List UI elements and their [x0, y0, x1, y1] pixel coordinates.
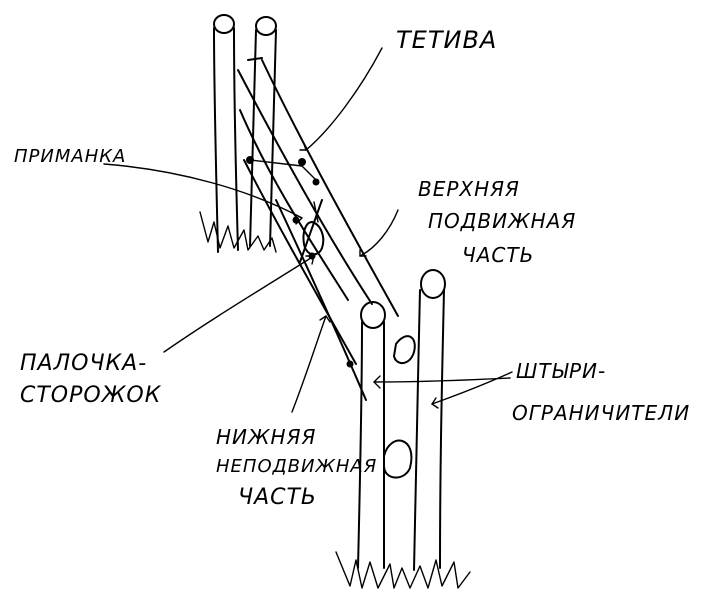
- label-upper-line3: ЧАСТЬ: [462, 243, 534, 267]
- bait: [302, 201, 325, 256]
- label-trigger-line1: ПАЛОЧКА-: [20, 351, 147, 376]
- front-stakes: [335, 269, 471, 589]
- label-stakes-line2: ОГРАНИЧИТЕЛИ: [512, 401, 690, 425]
- upper-movable-part: [237, 57, 399, 317]
- label-trigger-line2: СТОРОЖОК: [20, 383, 162, 408]
- label-upper-line1: ВЕРХНЯЯ: [418, 177, 520, 201]
- trigger-stick: [299, 199, 323, 263]
- label-upper-line2: ПОДВИЖНАЯ: [428, 209, 576, 233]
- label-stakes-line1: ШТЫРИ-: [516, 359, 606, 383]
- label-lower-line2: НЕПОДВИЖНАЯ: [216, 456, 377, 477]
- label-lower-line3: ЧАСТЬ: [238, 485, 317, 510]
- label-bowstring: ТЕТИВА: [396, 26, 497, 54]
- label-lower-line1: НИЖНЯЯ: [216, 425, 316, 449]
- back-stakes: [199, 14, 277, 253]
- leader-lines: [103, 47, 513, 413]
- label-bait: ПРИМАНКА: [14, 146, 126, 167]
